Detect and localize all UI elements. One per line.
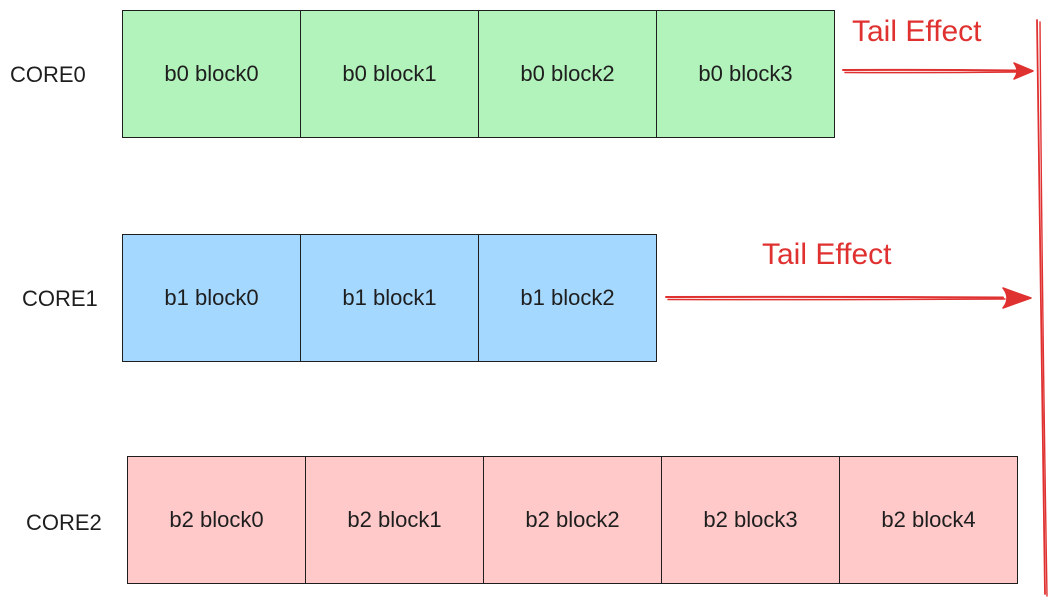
core2-block4: b2 block4	[839, 456, 1018, 584]
core0-label: CORE0	[10, 62, 86, 87]
core2-block3: b2 block3	[661, 456, 840, 584]
core1-row: b1 block0 b1 block1 b1 block2	[122, 234, 657, 362]
core1-block1: b1 block1	[300, 234, 479, 362]
core0-row: b0 block0 b0 block1 b0 block2 b0 block3	[122, 10, 835, 138]
core0-arrow-shaft	[842, 68, 1017, 72]
core2-block1: b2 block1	[305, 456, 484, 584]
core1-block0: b1 block0	[122, 234, 301, 362]
core0-arrow-shaft-sketch	[844, 71, 1019, 74]
core0-block2: b0 block2	[478, 10, 657, 138]
core1-arrow-shaft	[665, 295, 1004, 299]
finish-line-sketch	[1039, 21, 1048, 597]
core1-arrow-shaft-sketch	[667, 298, 1006, 301]
core2-row: b2 block0 b2 block1 b2 block2 b2 block3 …	[127, 456, 1018, 584]
tail-effect-label-core1: Tail Effect	[762, 238, 892, 271]
core1-block2: b1 block2	[478, 234, 657, 362]
core1-label: CORE1	[22, 286, 98, 311]
core1-arrow-head-icon	[1002, 287, 1032, 309]
tail-effect-label-core0: Tail Effect	[852, 15, 982, 48]
core0-block3: b0 block3	[656, 10, 835, 138]
core2-label: CORE2	[26, 510, 102, 535]
finish-line	[1036, 19, 1046, 595]
core0-arrow-head-icon	[1013, 62, 1034, 80]
core2-block0: b2 block0	[127, 456, 306, 584]
